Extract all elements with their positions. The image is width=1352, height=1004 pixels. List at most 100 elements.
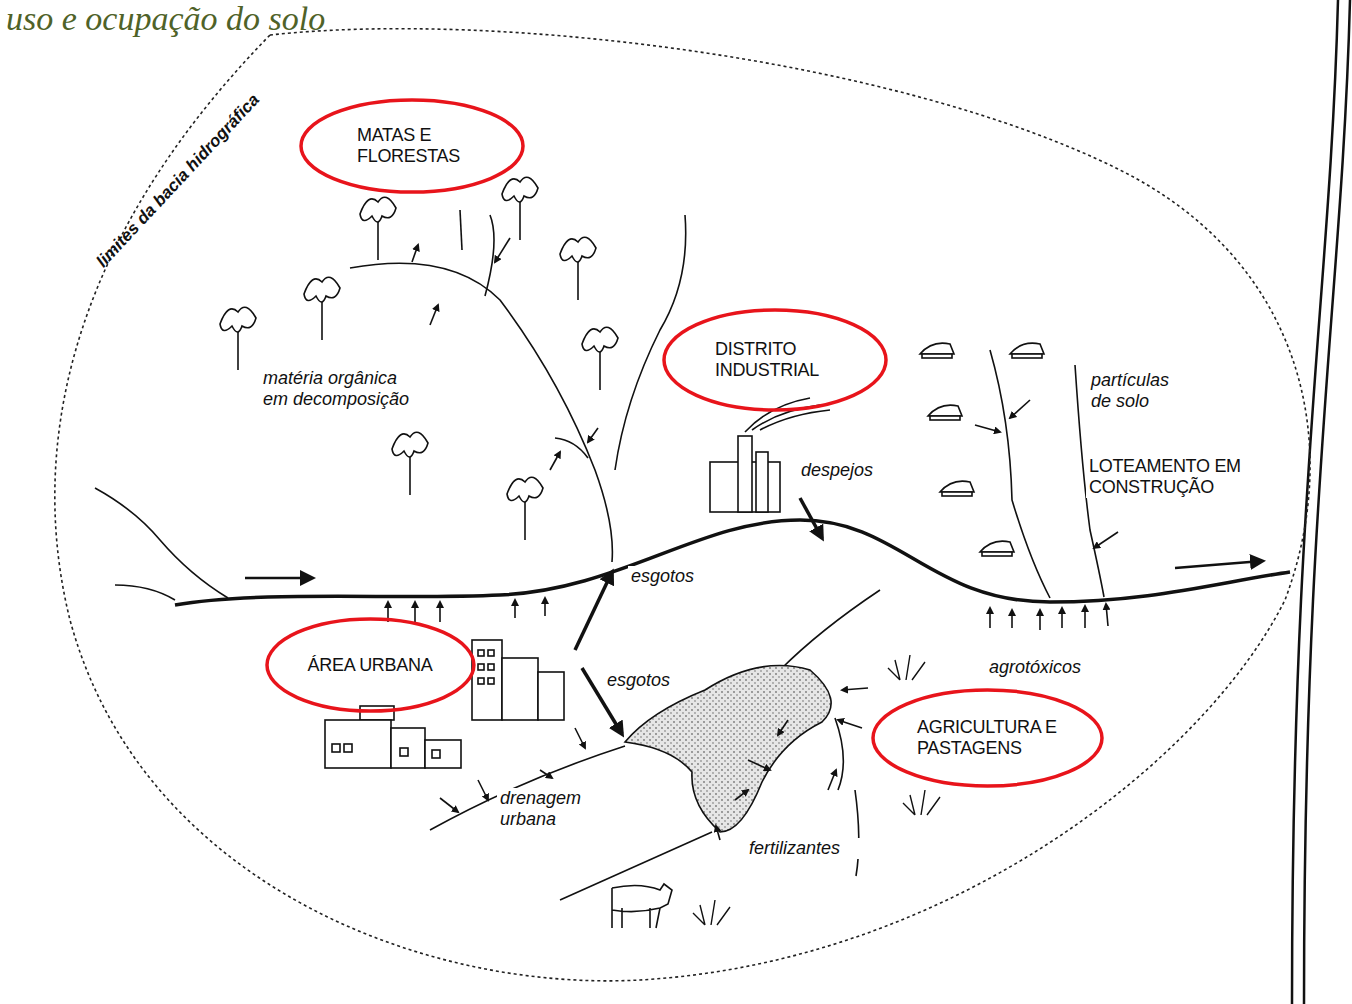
cow-part <box>612 884 672 928</box>
streams-part <box>855 790 859 876</box>
trees-part-part <box>502 177 538 202</box>
buildings-part <box>391 728 425 768</box>
grass-part <box>693 900 730 925</box>
ellipse-shape <box>664 310 886 410</box>
buildings-part <box>472 640 502 720</box>
pollution-note: esgotos <box>628 566 724 587</box>
trees-part <box>560 237 596 300</box>
streams-part <box>350 263 612 562</box>
small-arrows-part <box>540 770 552 778</box>
main-river <box>175 520 1290 605</box>
factory-part <box>738 436 752 512</box>
houses-part-part <box>1010 343 1044 354</box>
houses <box>920 343 1044 556</box>
trees-part-part <box>519 198 521 240</box>
flow-arrows <box>245 561 1262 578</box>
buildings-part <box>425 740 461 768</box>
houses-part <box>940 481 974 496</box>
houses-part-part <box>930 416 960 420</box>
ellipse-shape <box>873 690 1102 786</box>
trees-part-part <box>220 307 256 332</box>
ellipse-shape <box>267 619 474 711</box>
land-use-ellipse: MATAS E FLORESTAS <box>299 98 525 194</box>
small-arrows-part <box>544 598 546 616</box>
node-label: ÁREA URBANA <box>308 655 433 676</box>
small-arrows-part <box>478 780 488 800</box>
trees-part-part <box>321 298 323 340</box>
small-arrows-part <box>440 798 458 812</box>
small-arrows-part <box>1011 610 1013 628</box>
buildings-part <box>344 744 352 752</box>
buildings-part <box>488 664 494 670</box>
grass-part <box>903 790 940 815</box>
trees-part <box>360 197 396 260</box>
buildings-part <box>502 658 538 720</box>
boundary-label: limites da bacia hidrográfica <box>90 87 266 274</box>
small-arrows-part <box>842 688 868 690</box>
trees-part <box>392 432 428 495</box>
small-arrows-part <box>748 760 770 770</box>
pollution-note: esgotos <box>604 670 700 691</box>
streams-part <box>835 718 843 790</box>
streams-part <box>780 590 880 670</box>
buildings-part <box>332 744 340 752</box>
node-label: AGRICULTURA E PASTAGENS <box>917 717 1057 759</box>
streams-part <box>485 215 494 296</box>
trees-part-part <box>599 348 601 390</box>
sewage-arrows-part <box>800 498 822 538</box>
houses-part-part <box>928 405 962 416</box>
node-text-holder: ÁREA URBANA <box>308 655 433 676</box>
ellipse-shape <box>301 100 523 192</box>
cow <box>612 884 672 928</box>
streams-part <box>460 210 462 250</box>
land-use-ellipse: AGRICULTURA E PASTAGENS <box>871 688 1104 788</box>
buildings-part <box>478 650 484 656</box>
small-arrows-part <box>778 720 788 735</box>
pollution-note: matéria orgânica em decomposição <box>260 368 428 410</box>
buildings-part <box>432 750 440 758</box>
small-arrows-part <box>1010 400 1030 418</box>
streams-part <box>615 215 686 470</box>
trees-part-part <box>577 258 579 300</box>
area-label: LOTEAMENTO EM CONSTRUÇÃO <box>1086 456 1277 498</box>
trees-part <box>502 177 538 240</box>
buildings-part <box>325 720 391 768</box>
trees-part-part <box>304 277 340 302</box>
small-arrows-part <box>575 728 585 748</box>
trees-part-part <box>507 477 543 502</box>
small-arrows-part <box>1106 604 1108 626</box>
trees-part-part <box>409 453 411 495</box>
houses-part-part <box>982 552 1012 556</box>
houses-part-part <box>1012 354 1042 358</box>
trees-part-part <box>524 498 526 540</box>
small-arrows-part <box>989 608 991 628</box>
factory-part <box>745 398 830 432</box>
buildings-part <box>478 664 484 670</box>
streams-part <box>115 585 175 600</box>
houses-part-part <box>980 541 1014 552</box>
small-arrows-part <box>1084 606 1086 628</box>
small-arrows-part <box>412 245 418 262</box>
streams-part <box>555 438 588 458</box>
pollution-note: drenagem urbana <box>497 788 603 830</box>
trees-part <box>304 277 340 340</box>
small-arrows-part <box>495 238 510 262</box>
pollution-note: partículas de solo <box>1088 370 1194 412</box>
small-arrows-part <box>514 600 516 618</box>
land-use-ellipse: DISTRITO INDUSTRIAL <box>662 308 888 412</box>
road <box>1292 0 1350 1004</box>
streams <box>95 210 1104 900</box>
diagram-title: uso e ocupação do solo <box>6 0 325 38</box>
small-arrows-part <box>1039 610 1041 630</box>
watershed-boundary <box>55 29 1310 981</box>
trees-part <box>507 477 543 540</box>
houses-part <box>1010 343 1044 358</box>
land-use-ellipse: ÁREA URBANA <box>265 617 476 713</box>
node-text-holder: AGRICULTURA E PASTAGENS <box>917 717 1057 759</box>
houses-part <box>920 343 954 358</box>
buildings-part <box>488 678 494 684</box>
houses-part-part <box>940 481 974 492</box>
grass <box>693 655 940 925</box>
trees-part-part <box>360 197 396 222</box>
houses-part-part <box>920 343 954 354</box>
